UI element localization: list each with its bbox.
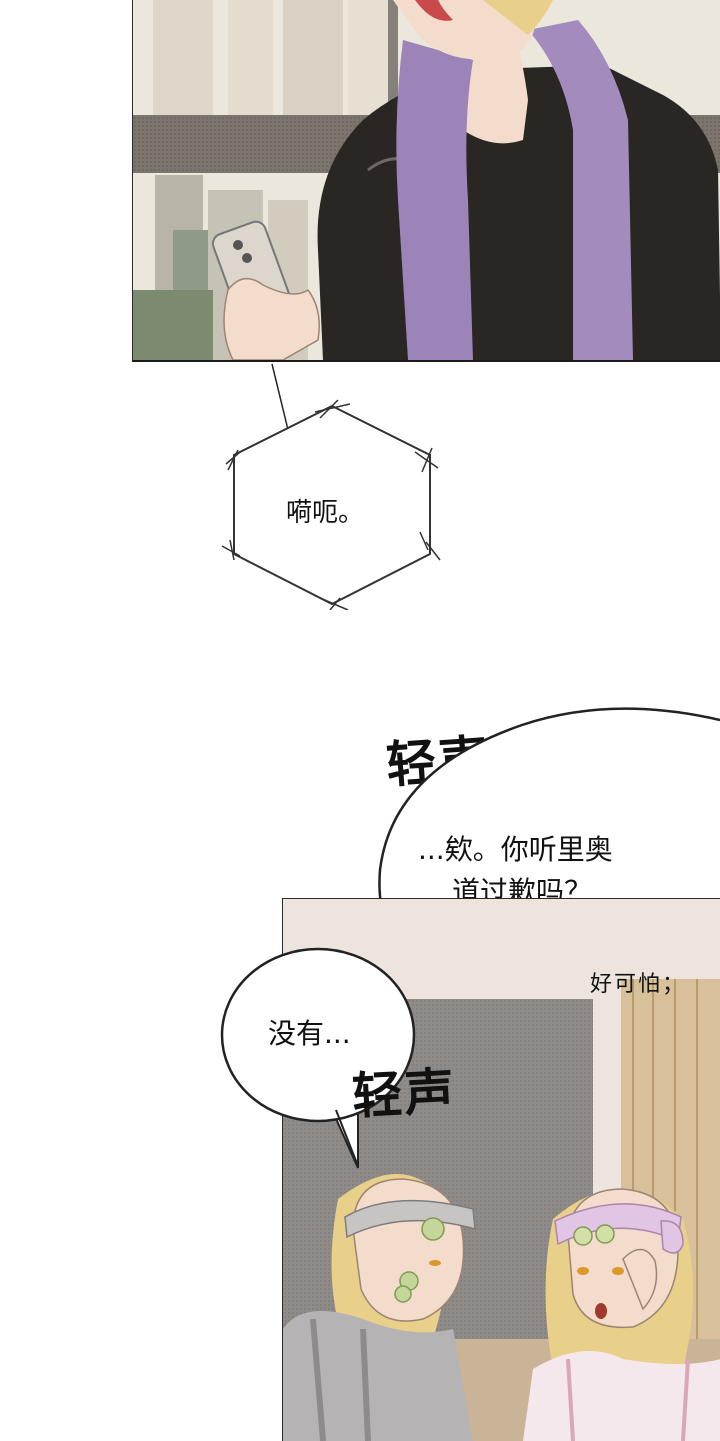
- hexagon-bubble-text: 嗬呃。: [286, 498, 365, 528]
- speech-bubble-small: 没有...: [218, 940, 428, 1170]
- panel-two-women: [282, 898, 720, 1441]
- speech-bubble-small-shape: [220, 947, 416, 1169]
- hexagon-speech-bubble: 嗬呃。: [210, 360, 450, 610]
- panel-women-illustration: [283, 899, 720, 1441]
- panel-man-illustration: [133, 0, 720, 360]
- speech-bubble-small-text: 没有...: [268, 1017, 351, 1050]
- hexagon-bubble-shape: [221, 363, 441, 610]
- speech-bubble-large-line1: ...欸。你听里奥: [418, 833, 613, 866]
- panel-man-with-phone: [132, 0, 720, 362]
- sfx-scary: 好可怕；: [590, 972, 687, 997]
- sfx-whisper-bottom: 轻声: [350, 1062, 458, 1126]
